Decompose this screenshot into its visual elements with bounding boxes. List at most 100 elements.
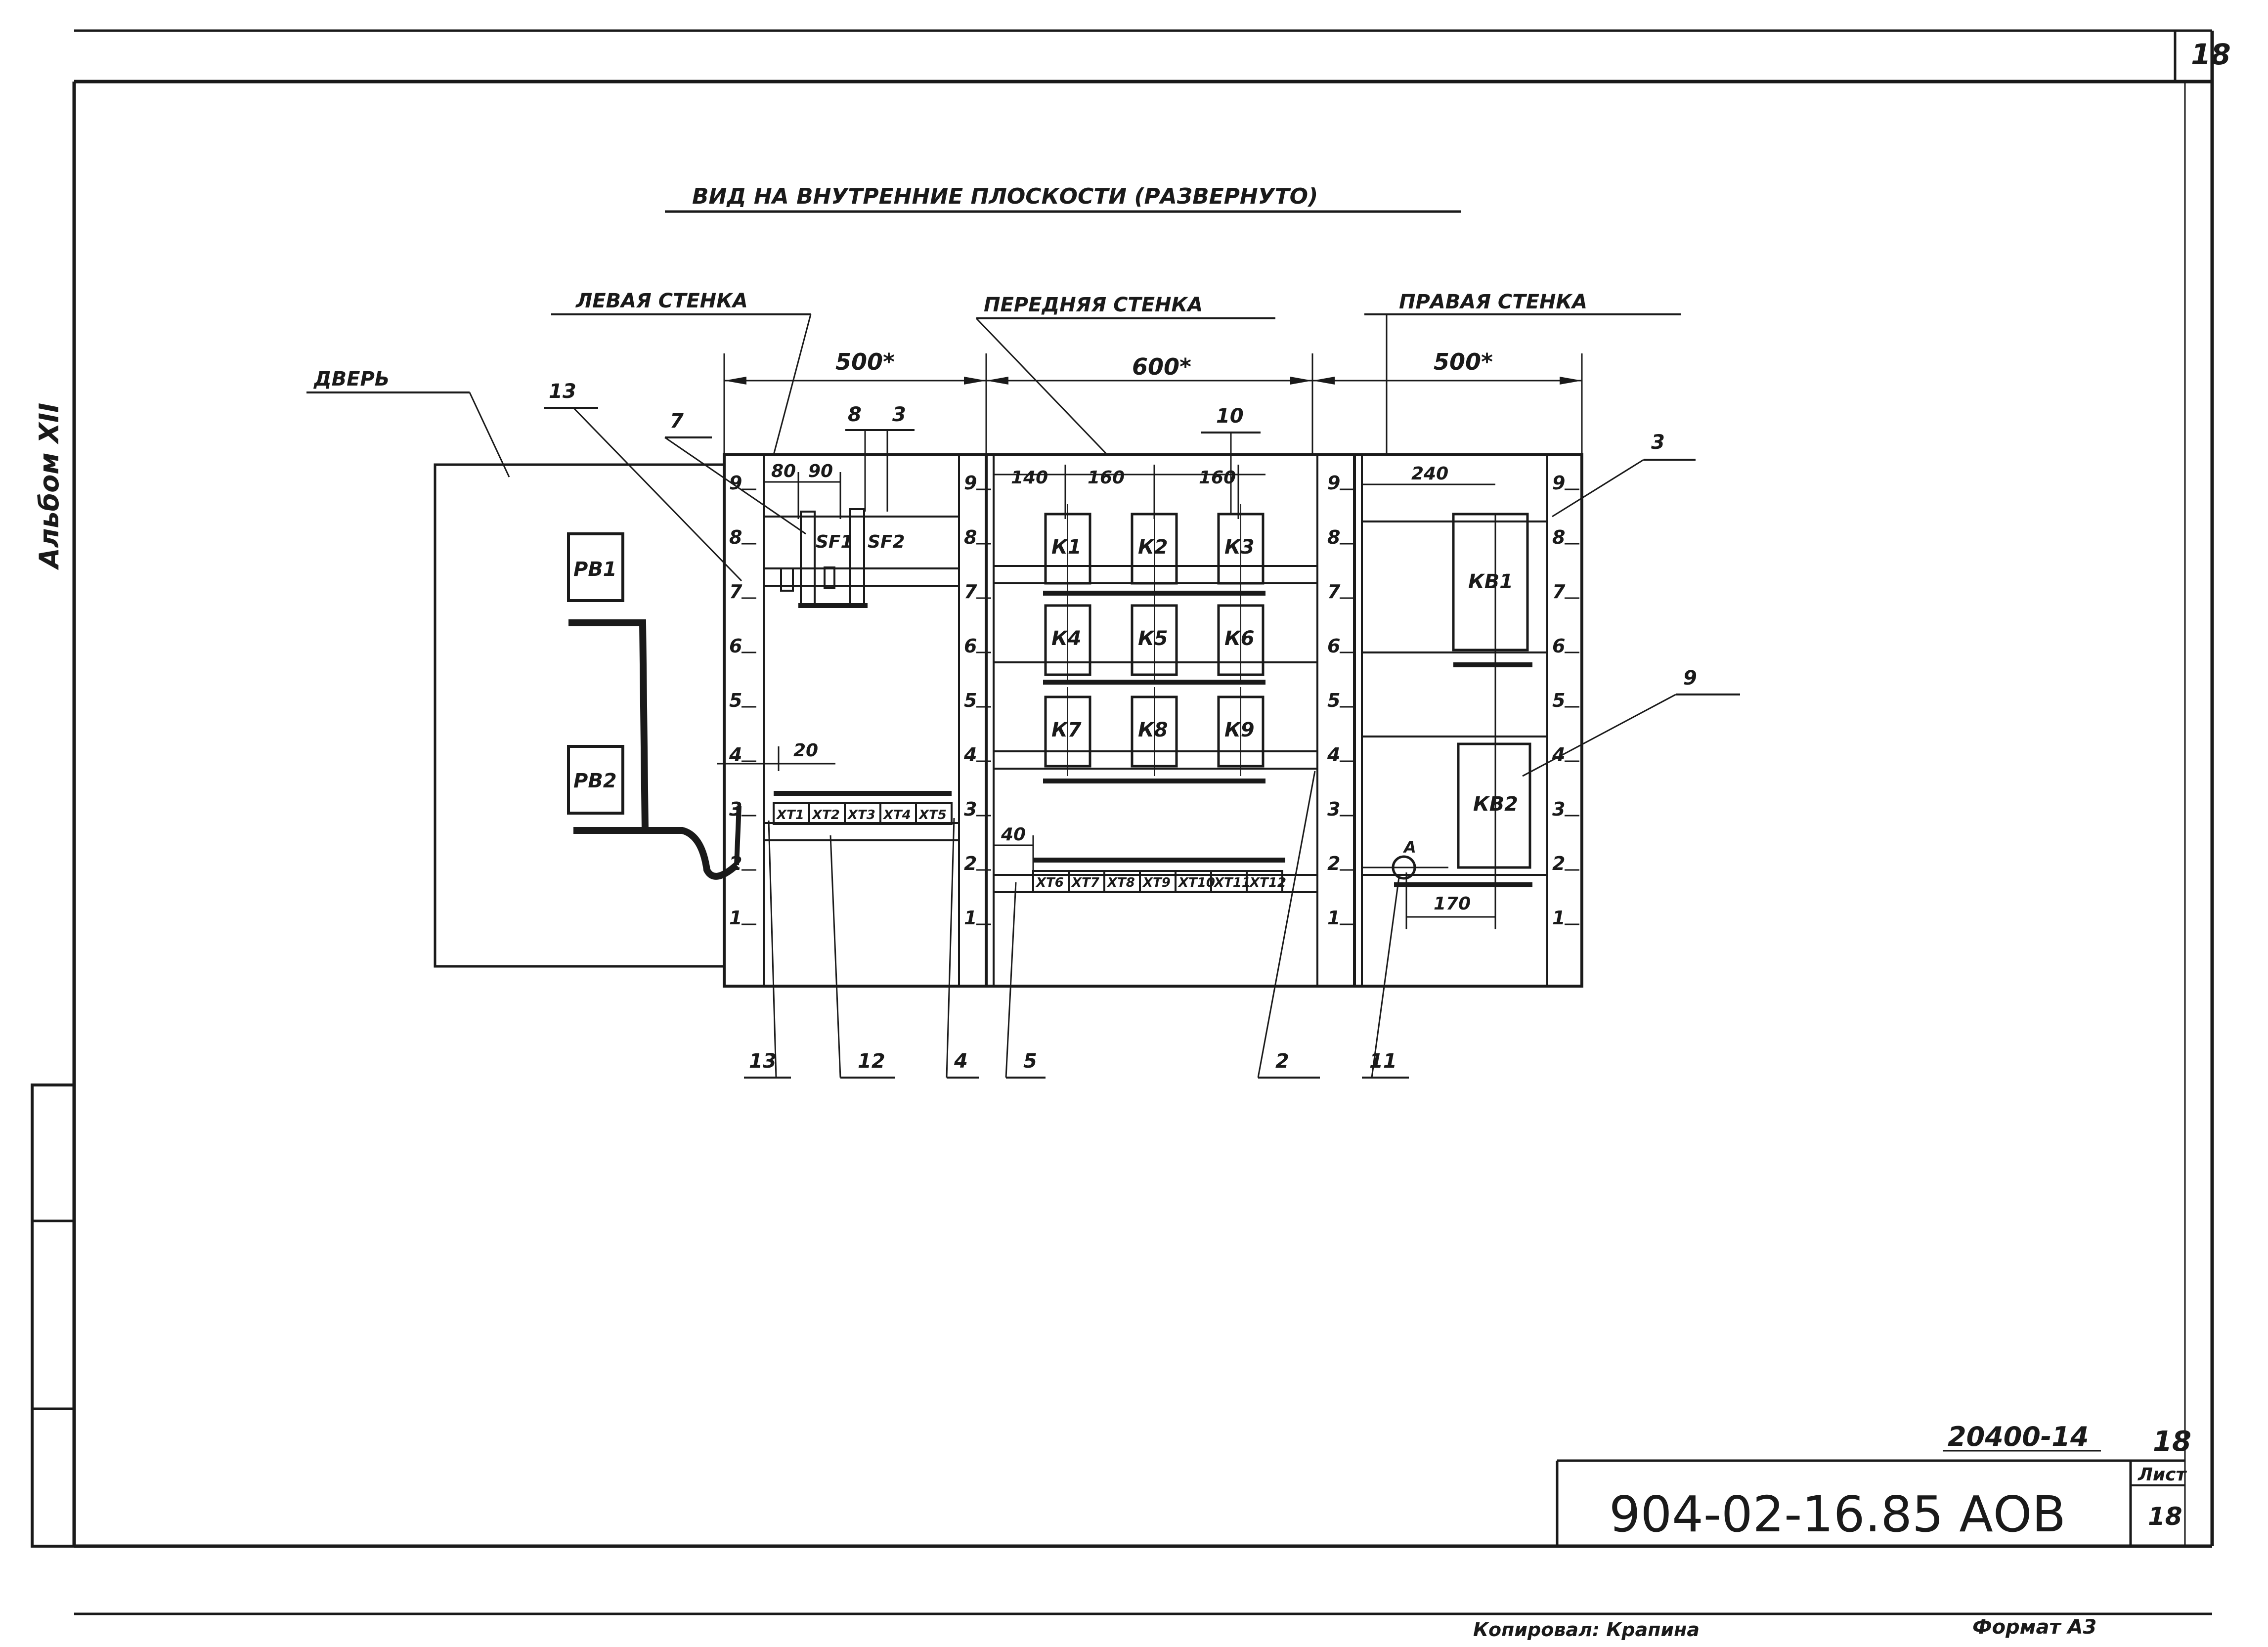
terminal-label: ХТ9 xyxy=(1142,875,1171,890)
scale-tick-label: 7 xyxy=(964,581,977,603)
device-rv1: РВ1 xyxy=(573,558,617,581)
scale-tick-label: 1 xyxy=(1552,907,1565,929)
relay-label: К5 xyxy=(1138,627,1168,650)
dim-left-width: 500* xyxy=(835,348,895,375)
drawing-title: ВИД НА ВНУТРЕННИЕ ПЛОСКОСТИ (РАЗВЕРНУТО) xyxy=(692,184,1318,209)
scale-tick-label: 3 xyxy=(964,798,977,820)
scale-tick-label: 3 xyxy=(1327,798,1340,820)
relay-label: К8 xyxy=(1138,719,1168,741)
scale-tick-label: 4 xyxy=(963,744,977,766)
callout-13-top: 13 xyxy=(549,380,576,403)
sheet-frame xyxy=(72,29,2214,1615)
right-wall-rails xyxy=(1362,483,1547,929)
callout-13-bottom: 13 xyxy=(749,1050,777,1073)
scale-tick-label: 9 xyxy=(964,472,977,494)
bottom-callouts xyxy=(744,771,1409,1079)
scale-tick-label: 1 xyxy=(1327,907,1340,929)
relay-label: К1 xyxy=(1051,536,1082,559)
stamp-sheet-label: Лист xyxy=(2137,1465,2187,1485)
scale-tick-label: 5 xyxy=(1327,690,1340,711)
device-kv2: КВ2 xyxy=(1473,793,1518,816)
relay-label: К7 xyxy=(1051,719,1082,741)
scale-tick-label: 7 xyxy=(1327,581,1341,603)
dim-80: 80 xyxy=(771,461,796,481)
scale-tick-label: 3 xyxy=(729,798,742,820)
scale-tick-label: 8 xyxy=(1327,526,1340,548)
scale-tick-label: 6 xyxy=(1552,635,1565,657)
callout-10: 10 xyxy=(1216,405,1244,428)
callout-5: 5 xyxy=(1023,1050,1037,1073)
scale-tick-label: 2 xyxy=(1327,853,1340,874)
scale-tick-label: 6 xyxy=(964,635,977,657)
scale-tick-label: 6 xyxy=(1327,635,1340,657)
terminal-label: ХТ12 xyxy=(1249,875,1286,890)
terminal-label: ХТ2 xyxy=(811,808,840,823)
relay-label: К4 xyxy=(1051,627,1082,650)
scale-tick-label: 9 xyxy=(1552,472,1565,494)
stamp-sheet-small: 18 xyxy=(2153,1426,2191,1458)
scale-tick-label: 8 xyxy=(964,526,977,548)
dim-170: 170 xyxy=(1434,894,1471,914)
scale-tick-label: 3 xyxy=(1552,798,1565,820)
overall-dimensions xyxy=(723,353,1583,455)
relay-label: К3 xyxy=(1224,536,1255,559)
stamp-code-small: 20400-14 xyxy=(1948,1421,2089,1452)
device-sf1: SF1 xyxy=(816,532,853,552)
dim-160a: 160 xyxy=(1088,468,1125,488)
left-wall-rails xyxy=(717,472,959,841)
scale-tick-label: 1 xyxy=(729,907,742,929)
dim-front-width: 600* xyxy=(1132,353,1191,380)
left-wall-label: ЛЕВАЯ СТЕНКА xyxy=(575,290,748,312)
scale-tick-label: 7 xyxy=(1552,581,1566,603)
callout-4: 4 xyxy=(954,1050,968,1073)
scale-tick-label: 4 xyxy=(729,744,742,766)
terminal-label: ХТ10 xyxy=(1178,875,1215,890)
dim-160b: 160 xyxy=(1199,468,1236,488)
device-rv2: РВ2 xyxy=(573,770,617,792)
device-sf2: SF2 xyxy=(868,532,905,552)
scale-tick-label: 1 xyxy=(964,907,977,929)
footer-copied-by: Копировал: Крапина xyxy=(1473,1619,1700,1641)
scale-tick-label: 5 xyxy=(964,690,977,711)
callout-9: 9 xyxy=(1683,667,1697,690)
scale-tick-label: 8 xyxy=(729,526,742,548)
dim-140: 140 xyxy=(1011,468,1048,488)
scale-tick-label: 5 xyxy=(729,690,742,711)
relay-label: К9 xyxy=(1224,719,1255,741)
front-wall-rails xyxy=(994,465,1317,893)
terminal-label: ХТ6 xyxy=(1035,875,1064,890)
scale-tick-label: 2 xyxy=(729,853,742,874)
scale-tick-label: 4 xyxy=(1327,744,1340,766)
dim-240: 240 xyxy=(1411,464,1448,484)
callout-8: 8 xyxy=(848,403,862,426)
dim-20: 20 xyxy=(793,740,818,761)
relay-label: К6 xyxy=(1224,627,1255,650)
scale-tick-label: 2 xyxy=(964,853,977,874)
device-kv1: КВ1 xyxy=(1468,570,1513,593)
scale-tick-label: 5 xyxy=(1552,690,1565,711)
earth-mark-label: А xyxy=(1402,838,1416,857)
dim-90: 90 xyxy=(808,461,833,481)
terminal-label: ХТ4 xyxy=(882,808,911,823)
terminal-cell xyxy=(915,802,953,825)
stamp-document-code: 904-02-16.85 АОВ xyxy=(1609,1485,2066,1543)
top-callouts xyxy=(544,407,1740,777)
terminal-label: ХТ7 xyxy=(1071,875,1100,890)
scale-tick-label: 6 xyxy=(729,635,742,657)
right-wall-label: ПРАВАЯ СТЕНКА xyxy=(1399,291,1587,313)
front-wall-label: ПЕРЕДНЯЯ СТЕНКА xyxy=(984,294,1203,316)
terminal-label: ХТ11 xyxy=(1213,875,1251,890)
door-panel xyxy=(434,463,741,968)
stamp-sheet-number: 18 xyxy=(2148,1502,2182,1531)
binding-strip xyxy=(31,1084,76,1548)
callout-7: 7 xyxy=(670,410,684,433)
title-block xyxy=(1556,1450,2185,1546)
callout-2: 2 xyxy=(1275,1050,1289,1073)
terminal-label: ХТ1 xyxy=(776,808,804,823)
scale-tick-label: 8 xyxy=(1552,526,1565,548)
scale-tick-label: 7 xyxy=(729,581,742,603)
callout-11: 11 xyxy=(1369,1050,1397,1073)
